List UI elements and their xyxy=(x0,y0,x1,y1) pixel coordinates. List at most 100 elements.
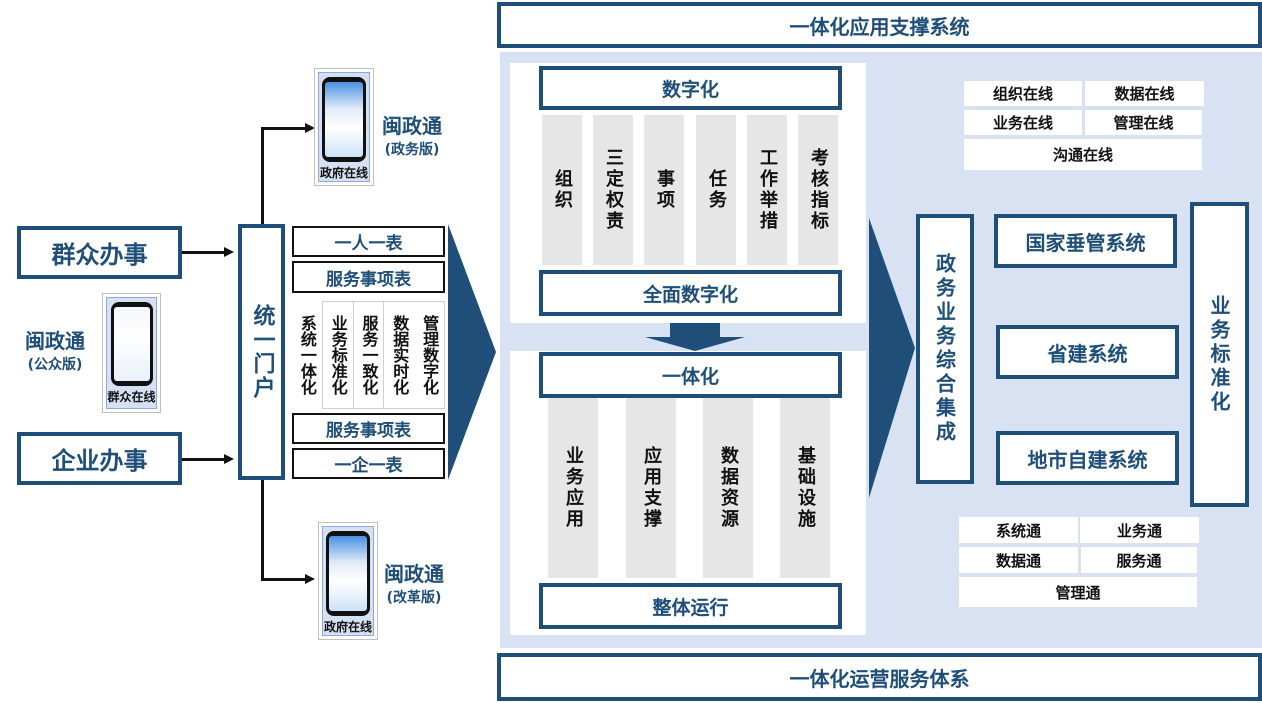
connector-portal-to-gov-app-h xyxy=(261,127,307,130)
online-cell-label: 沟通在线 xyxy=(1052,146,1113,164)
stack-box-label: 服务事项表 xyxy=(326,269,411,290)
stack-column-label: 数据实时化 xyxy=(390,315,410,395)
system-label: 国家垂管系统 xyxy=(1025,230,1146,255)
digital-column-label: 事项 xyxy=(654,169,675,211)
reform-app-caption: 政府在线 xyxy=(323,620,372,634)
stack-column: 服务一致化 xyxy=(353,301,385,409)
digital-title-box: 数字化 xyxy=(539,66,842,110)
integration-footer: 整体运行 xyxy=(652,596,729,619)
public-app-caption: 群众在线 xyxy=(107,390,156,404)
header-title-text: 一体化应用支撑系统 xyxy=(789,14,970,39)
digital-title: 数字化 xyxy=(661,78,719,101)
public-app-edition: (公众版) xyxy=(27,357,83,373)
enterprise-service-label: 企业办事 xyxy=(51,447,148,475)
online-cell-label: 组织在线 xyxy=(992,85,1053,103)
stack-box-label: 一人一表 xyxy=(334,234,403,254)
down-arrow-icon xyxy=(645,323,745,351)
online-cell: 业务在线 xyxy=(964,110,1082,135)
connect-cell-label: 系统通 xyxy=(995,521,1041,540)
gov-app-phone-image: 政府在线 xyxy=(314,68,374,186)
flow-chevron-left-icon xyxy=(448,224,496,480)
system-label: 地市自建系统 xyxy=(1027,447,1148,472)
gov-app-edition: (政务版) xyxy=(384,142,440,158)
integration-label: 政务业务综合集成 xyxy=(932,253,957,445)
connector-portal-to-reform-app-h xyxy=(261,578,307,581)
phone-icon xyxy=(110,302,153,386)
header-system-title: 一体化应用支撑系统 xyxy=(497,2,1262,48)
digital-column-label: 考核指标 xyxy=(808,148,829,232)
system-label: 省建系统 xyxy=(1047,341,1128,366)
integration-column-label: 应用支撑 xyxy=(641,446,662,530)
online-cell: 管理在线 xyxy=(1085,110,1202,135)
integration-column-label: 数据资源 xyxy=(718,446,739,530)
system-box-municipal: 地市自建系统 xyxy=(996,431,1179,485)
digital-column-label: 任务 xyxy=(706,169,727,211)
reform-app-label: 闽政通 (改革版) xyxy=(378,558,450,607)
online-cell: 组织在线 xyxy=(964,81,1082,106)
integration-label-box: 政务业务综合集成 xyxy=(916,214,974,484)
digital-column-label: 工作举措 xyxy=(757,148,778,232)
system-box-national: 国家垂管系统 xyxy=(994,214,1177,268)
gov-app-label: 闽政通 (政务版) xyxy=(376,110,448,159)
digital-column: 组织 xyxy=(542,115,582,265)
stack-box-service-table-bottom: 服务事项表 xyxy=(292,413,445,444)
stack-column-label: 管理数字化 xyxy=(420,315,440,395)
online-cell: 数据在线 xyxy=(1085,81,1204,106)
connect-cell-label: 数据通 xyxy=(995,551,1041,570)
integration-column: 应用支撑 xyxy=(626,398,676,578)
connect-cell-label: 业务通 xyxy=(1116,521,1162,540)
stack-column: 业务标准化 xyxy=(321,301,354,409)
public-service-box: 群众办事 xyxy=(17,226,182,279)
stack-column: 管理数字化 xyxy=(414,301,445,409)
arrow-enterprise-to-portal xyxy=(182,458,226,461)
integration-column: 基础设施 xyxy=(780,398,830,578)
gov-app-caption: 政府在线 xyxy=(319,166,368,180)
standardization-label: 业务标准化 xyxy=(1207,294,1231,415)
integration-column-label: 基础设施 xyxy=(795,446,816,530)
digital-column: 事项 xyxy=(644,115,684,265)
online-cell-label: 业务在线 xyxy=(992,114,1053,132)
online-cell: 沟通在线 xyxy=(964,139,1202,170)
digital-column: 工作举措 xyxy=(747,115,787,265)
footer-title-text: 一体化运营服务体系 xyxy=(789,666,970,691)
stack-box-service-table-top: 服务事项表 xyxy=(292,261,445,293)
footer-system-title: 一体化运营服务体系 xyxy=(497,653,1262,701)
online-cell-label: 数据在线 xyxy=(1114,85,1175,103)
system-box-provincial: 省建系统 xyxy=(996,325,1179,379)
digital-column: 任务 xyxy=(696,115,736,265)
phone-icon xyxy=(322,77,366,162)
connect-cell-label: 管理通 xyxy=(1055,583,1101,602)
arrowhead-icon xyxy=(305,574,315,584)
digital-column: 考核指标 xyxy=(798,115,838,265)
integration-footer-box: 整体运行 xyxy=(539,583,842,629)
public-service-label: 群众办事 xyxy=(51,241,148,269)
unified-portal-box: 统一门户 xyxy=(238,224,285,480)
integration-column-label: 业务应用 xyxy=(563,446,584,530)
stack-column: 数据实时化 xyxy=(384,301,415,409)
stack-column-label: 系统一体化 xyxy=(297,315,317,395)
stack-column-label: 服务一致化 xyxy=(359,315,379,395)
stack-column-label: 业务标准化 xyxy=(328,315,348,395)
connect-cell: 系统通 xyxy=(959,517,1078,543)
online-grid: 组织在线 数据在线 业务在线 管理在线 沟通在线 xyxy=(964,81,1204,171)
reform-app-phone-image: 政府在线 xyxy=(318,522,378,640)
digital-footer: 全面数字化 xyxy=(642,283,738,306)
public-app-phone-image: 群众在线 xyxy=(102,293,161,413)
enterprise-service-box: 企业办事 xyxy=(17,432,182,485)
public-app-name: 闽政通 xyxy=(25,329,85,353)
connect-cell-label: 服务通 xyxy=(1116,551,1162,570)
flow-chevron-right-icon xyxy=(869,218,915,498)
unified-portal-label: 统一门户 xyxy=(249,304,275,400)
arrowhead-icon xyxy=(305,123,315,133)
reform-app-name: 闽政通 xyxy=(384,562,444,586)
standardization-label-box: 业务标准化 xyxy=(1190,202,1249,507)
connector-portal-to-gov-app xyxy=(261,127,264,224)
integration-title-box: 一体化 xyxy=(539,352,842,398)
connect-cell: 管理通 xyxy=(959,577,1197,607)
reform-app-edition: (改革版) xyxy=(386,590,442,606)
gov-app-name: 闽政通 xyxy=(382,114,442,138)
stack-box-person-table: 一人一表 xyxy=(292,226,445,257)
digital-column: 三定权责 xyxy=(593,115,633,265)
arrowhead-icon xyxy=(224,454,234,464)
integration-column: 数据资源 xyxy=(703,398,753,578)
